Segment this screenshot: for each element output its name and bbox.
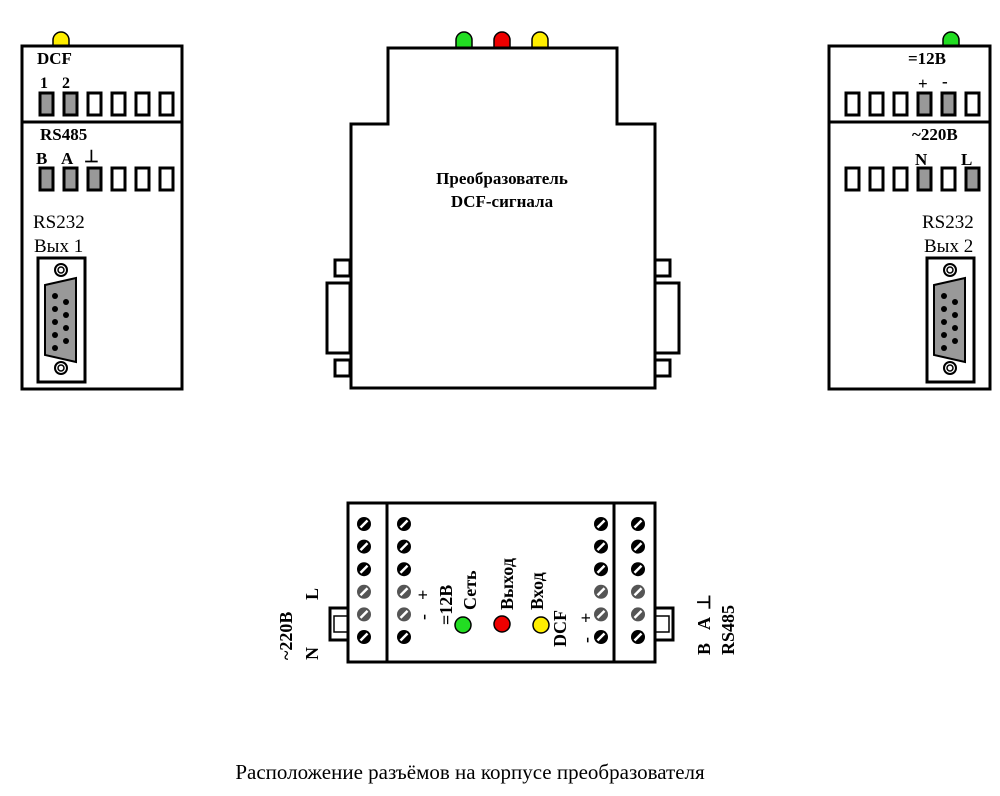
bottom-ac-label: ~220В bbox=[276, 612, 296, 660]
dcf-pin-1: 1 bbox=[40, 75, 48, 92]
bottom-dc-pin-plus: + bbox=[413, 590, 433, 600]
screw-slot bbox=[359, 610, 369, 619]
input-led bbox=[531, 31, 549, 49]
power-led-label: Сеть bbox=[460, 570, 480, 610]
bottom-dc-pin-minus: - bbox=[413, 614, 433, 620]
caption: Расположение разъёмов на корпусе преобра… bbox=[235, 760, 705, 784]
ac-pin-l: L bbox=[961, 150, 972, 169]
screw-slot bbox=[633, 542, 643, 551]
dcf-label: DCF bbox=[37, 49, 72, 68]
ac-pin-n: N bbox=[915, 150, 928, 169]
output-led-top bbox=[493, 615, 511, 633]
rs485-pin-b: B bbox=[36, 149, 47, 168]
front-panel: Преобразователь DCF-сигнала bbox=[325, 31, 681, 390]
dc-pin-plus: + bbox=[918, 74, 928, 93]
output-2-label: Вых 2 bbox=[924, 236, 973, 257]
rs485-pin-ground: ⊥ bbox=[84, 147, 99, 166]
rs485-label: RS485 bbox=[40, 125, 87, 144]
screw-slot bbox=[633, 587, 643, 597]
screw-slot bbox=[633, 610, 643, 619]
rs232-label-2: RS232 bbox=[922, 212, 974, 233]
bottom-dc-label: =12В bbox=[436, 585, 456, 625]
screw-slot bbox=[633, 564, 643, 574]
output-led bbox=[493, 31, 511, 49]
bottom-rs485-pin-ground: ⊥ bbox=[694, 594, 714, 610]
device-title-line-1: Преобразователь bbox=[436, 169, 568, 188]
screw-slot bbox=[399, 587, 409, 597]
screw-slot bbox=[359, 632, 369, 642]
dc-12v-label: =12В bbox=[908, 49, 946, 68]
power-led bbox=[455, 31, 473, 49]
output-1-label: Вых 1 bbox=[34, 236, 83, 257]
screw-slot bbox=[399, 632, 409, 642]
db9-connector-out-2 bbox=[925, 256, 976, 384]
bottom-ac-pin-l: L bbox=[302, 588, 322, 600]
input-led-label: Вход bbox=[527, 572, 547, 610]
power-terminal-block bbox=[844, 91, 981, 117]
power-led-side bbox=[942, 31, 960, 48]
screw-slot bbox=[399, 564, 409, 574]
screw-slot bbox=[596, 519, 606, 529]
screw-slot bbox=[596, 542, 606, 551]
screw-slot bbox=[359, 542, 369, 551]
screw-slot bbox=[633, 632, 643, 642]
db9-side-right bbox=[653, 281, 681, 355]
ac-220v-label: ~220В bbox=[912, 125, 958, 144]
dcf-pin-2: 2 bbox=[62, 75, 70, 92]
left-side-panel: DCF 1 2 RS485 B A ⊥ RS232 Вых 1 bbox=[20, 31, 184, 391]
rs232-label: RS232 bbox=[33, 212, 85, 233]
screw-slot bbox=[359, 519, 369, 529]
screw-slot bbox=[359, 564, 369, 574]
bottom-dcf-pin-minus: - bbox=[576, 637, 596, 643]
dcf-terminal-block bbox=[38, 91, 175, 117]
screw-slot bbox=[596, 587, 606, 597]
ac-terminal-block bbox=[844, 166, 981, 192]
bottom-rs485-pin-a: A bbox=[694, 617, 714, 630]
rs485-terminal-block bbox=[38, 166, 175, 192]
bottom-rs485-label: RS485 bbox=[718, 605, 738, 655]
right-side-panel: =12В + - ~220В N L RS232 Вых 2 bbox=[827, 31, 992, 391]
db9-connector-out-1 bbox=[36, 256, 87, 384]
screw-slot bbox=[596, 632, 606, 642]
top-view-panel: ~220В N L + - =12В Сеть Выход Вход DCF +… bbox=[276, 501, 738, 664]
screw-slot bbox=[399, 519, 409, 529]
db9-side-left bbox=[325, 281, 352, 355]
dcf-led bbox=[52, 31, 70, 48]
input-led-top bbox=[532, 616, 550, 634]
rs485-pin-a: A bbox=[61, 149, 74, 168]
output-led-label: Выход bbox=[497, 558, 517, 610]
screw-slot bbox=[596, 610, 606, 619]
screw-slot bbox=[633, 519, 643, 529]
screw-slot bbox=[359, 587, 369, 597]
bottom-rs485-pin-b: B bbox=[694, 643, 714, 655]
bottom-dcf-pin-plus: + bbox=[576, 613, 596, 623]
device-title-line-2: DCF-сигнала bbox=[451, 192, 554, 211]
screw-slot bbox=[596, 564, 606, 574]
bottom-ac-pin-n: N bbox=[302, 647, 322, 660]
bottom-dcf-label: DCF bbox=[550, 610, 570, 647]
dc-pin-minus: - bbox=[942, 72, 948, 91]
screw-slot bbox=[399, 542, 409, 551]
screw-terminals bbox=[357, 517, 645, 644]
power-led-top bbox=[454, 616, 472, 634]
screw-slot bbox=[399, 610, 409, 619]
